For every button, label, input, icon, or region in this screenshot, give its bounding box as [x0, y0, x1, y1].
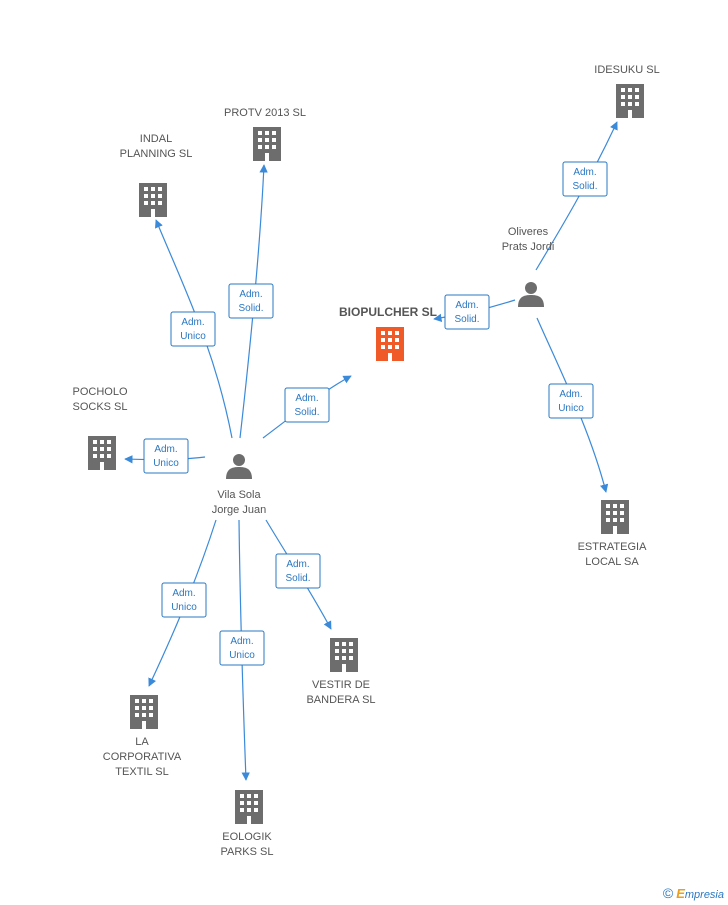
edge-role-text: Adm.	[230, 636, 253, 647]
edge-role-text: Adm.	[573, 167, 596, 178]
node-label: PARKS SL	[221, 846, 274, 858]
brand-name: mpresia	[684, 889, 724, 901]
edge-role-text: Unico	[153, 458, 179, 469]
person-icon	[518, 282, 544, 307]
node-label: POCHOLO	[72, 386, 127, 398]
edge-role-text: Adm.	[154, 444, 177, 455]
node-label: PLANNING SL	[120, 148, 193, 160]
node-pocholo[interactable]: POCHOLO SOCKS SL	[72, 386, 128, 470]
building-icon	[601, 500, 629, 534]
edge-role-text: Adm.	[559, 389, 582, 400]
node-vestir[interactable]: VESTIR DE BANDERA SL	[306, 638, 376, 706]
building-icon	[376, 327, 404, 361]
edge-role-label: Adm. Solid.	[228, 283, 274, 319]
edge-role-text: Solid.	[285, 573, 310, 584]
node-idesuku[interactable]: IDESUKU SL	[594, 64, 660, 118]
building-icon	[253, 127, 281, 161]
edge-role-text: Adm.	[172, 588, 195, 599]
edge-role-label-box	[170, 311, 216, 347]
edge-role-label-box	[444, 294, 490, 330]
node-biopulcher[interactable]: BIOPULCHER SL	[339, 305, 437, 361]
edge-role-label: Adm. Unico	[219, 630, 265, 666]
node-label: LOCAL SA	[585, 556, 639, 568]
edge-role-label: Adm. Unico	[170, 311, 216, 347]
node-label: INDAL	[140, 133, 172, 145]
node-label: BIOPULCHER SL	[339, 305, 437, 319]
edge-role-text: Solid.	[238, 303, 263, 314]
edge-role-label-box	[161, 582, 207, 618]
node-label: CORPORATIVA	[103, 751, 182, 763]
edge-role-text: Unico	[229, 650, 255, 661]
node-label: EOLOGIK	[222, 831, 272, 843]
building-icon	[88, 436, 116, 470]
edge-role-label-box	[143, 438, 189, 474]
edge-role-label-box	[275, 553, 321, 589]
node-corporativa[interactable]: LA CORPORATIVA TEXTIL SL	[103, 695, 182, 778]
node-label: PROTV 2013 SL	[224, 107, 306, 119]
copyright-icon: ©	[662, 885, 674, 901]
edge-role-label-box	[219, 630, 265, 666]
node-label: SOCKS SL	[72, 401, 127, 413]
edge-role-label-box	[548, 383, 594, 419]
edge-role-label-box	[284, 387, 330, 423]
edge-role-label-box	[228, 283, 274, 319]
node-estrategia[interactable]: ESTRATEGIA LOCAL SA	[578, 500, 648, 568]
person-icon	[226, 454, 252, 479]
edge-role-label: Adm. Unico	[548, 383, 594, 419]
node-label: BANDERA SL	[306, 694, 375, 706]
edge-role-text: Adm.	[239, 289, 262, 300]
edge-role-label: Adm. Solid.	[284, 387, 330, 423]
brand-first-letter: E	[676, 886, 685, 901]
node-label: LA	[135, 736, 149, 748]
edge-role-text: Adm.	[295, 393, 318, 404]
edge-role-label: Adm. Unico	[143, 438, 189, 474]
building-icon	[139, 183, 167, 217]
node-eologik[interactable]: EOLOGIK PARKS SL	[221, 790, 274, 858]
node-label: Oliveres	[508, 226, 549, 238]
empresia-logo: ©Empresia	[663, 885, 724, 901]
edge-role-label: Adm. Solid.	[444, 294, 490, 330]
node-label: Prats Jordi	[502, 241, 555, 253]
edge-role-text: Solid.	[294, 407, 319, 418]
edge-role-text: Unico	[558, 403, 584, 414]
edge-oliveres-to-idesuku	[535, 121, 618, 271]
building-icon	[330, 638, 358, 672]
edge-role-text: Adm.	[455, 300, 478, 311]
edge-role-text: Solid.	[572, 181, 597, 192]
edge-role-text: Unico	[171, 602, 197, 613]
node-label: Jorge Juan	[212, 504, 266, 516]
node-label: IDESUKU SL	[594, 64, 659, 76]
node-label: TEXTIL SL	[115, 766, 168, 778]
edge-role-label: Adm. Solid.	[275, 553, 321, 589]
node-protv[interactable]: PROTV 2013 SL	[224, 107, 306, 161]
edge-role-label: Adm. Solid.	[562, 161, 608, 197]
edge-role-text: Unico	[180, 331, 206, 342]
building-icon	[616, 84, 644, 118]
building-icon	[235, 790, 263, 824]
edge-role-text: Solid.	[454, 314, 479, 325]
node-indal[interactable]: INDAL PLANNING SL	[120, 133, 193, 217]
edge-role-label: Adm. Unico	[161, 582, 207, 618]
building-icon	[130, 695, 158, 729]
edge-role-text: Adm.	[181, 317, 204, 328]
edge-role-text: Adm.	[286, 559, 309, 570]
node-label: ESTRATEGIA	[578, 541, 648, 553]
node-label: VESTIR DE	[312, 679, 370, 691]
node-label: Vila Sola	[217, 489, 261, 501]
edge-role-label-box	[562, 161, 608, 197]
